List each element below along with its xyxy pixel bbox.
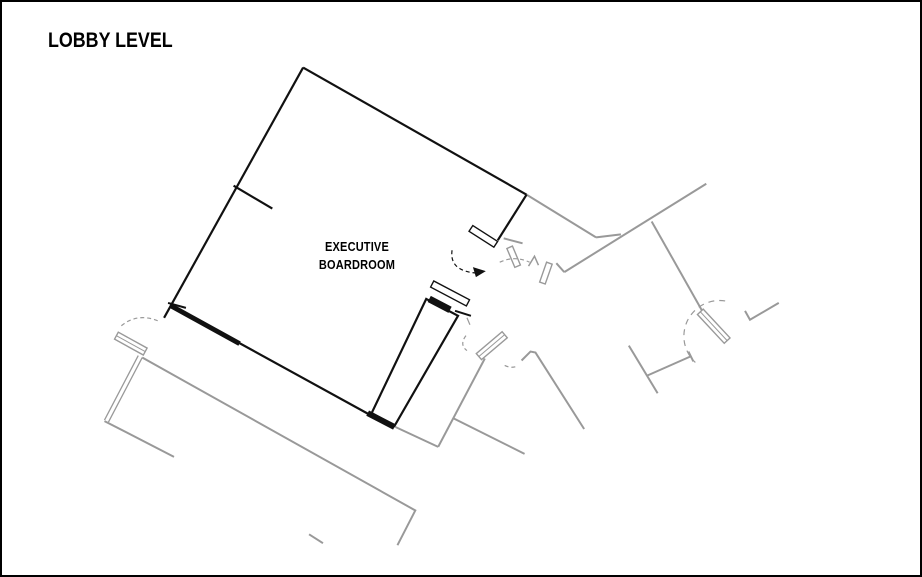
context-wall xyxy=(627,345,659,394)
context-wall xyxy=(563,182,707,273)
boardroom-wall-end-tick xyxy=(167,301,187,309)
context-wall xyxy=(555,262,566,273)
context-door-swing-arc xyxy=(462,335,468,352)
context-wall xyxy=(526,193,597,239)
context-wall xyxy=(503,237,523,245)
room-label: EXECUTIVE BOARDROOM xyxy=(282,238,432,274)
context-wall xyxy=(650,220,705,314)
context-door-swing-arc xyxy=(504,364,517,368)
context-dash xyxy=(466,317,471,325)
table-end-credenza xyxy=(429,280,471,307)
boardroom-door xyxy=(451,224,499,278)
context-dash xyxy=(308,533,324,545)
context-wall xyxy=(520,350,585,430)
context-wall-end-tick xyxy=(687,351,695,362)
entry-direction-arrow xyxy=(527,254,540,267)
table-end-tick xyxy=(454,309,472,317)
conference-table-outline xyxy=(370,297,460,428)
boardroom-walls xyxy=(163,66,528,430)
context-wall xyxy=(647,355,691,377)
context-wall xyxy=(595,233,622,239)
context-wall xyxy=(104,420,175,458)
context-door-leaf xyxy=(538,261,554,285)
context-wall xyxy=(452,417,526,455)
door-swing-arrow-icon xyxy=(472,267,486,278)
boardroom-wall-northeast xyxy=(302,66,528,196)
context-walls xyxy=(103,182,780,546)
context-wall xyxy=(103,355,139,421)
corridor-wall xyxy=(141,356,417,546)
context-wall xyxy=(744,302,780,322)
context-door-swing-arc xyxy=(120,317,161,327)
table-end-equipment-block xyxy=(427,295,452,313)
room-label-line2: BOARDROOM xyxy=(318,258,396,272)
boardroom-door-leaf xyxy=(468,224,499,249)
page-title: LOBBY LEVEL xyxy=(48,29,173,52)
context-door-leaf-line xyxy=(116,335,146,352)
context-wall xyxy=(437,358,486,448)
context-door-swing-arc xyxy=(499,258,530,263)
boardroom-wall-southwest-thick xyxy=(169,303,241,346)
room-label-line1: EXECUTIVE xyxy=(325,240,389,254)
boardroom-interior-wall-stub xyxy=(233,184,273,210)
conference-table xyxy=(370,280,472,428)
context-wall xyxy=(395,426,439,448)
context-wall xyxy=(107,357,143,423)
boardroom-wall-southwest xyxy=(238,341,370,416)
boardroom-wall-northwest xyxy=(163,67,305,319)
context-door-leaf-line xyxy=(699,311,728,341)
context-door-leaf xyxy=(505,245,522,269)
boardroom-door-swing-arc xyxy=(451,250,477,274)
boardroom-wall-east xyxy=(496,194,528,241)
context-door-leaf-line xyxy=(478,334,506,357)
